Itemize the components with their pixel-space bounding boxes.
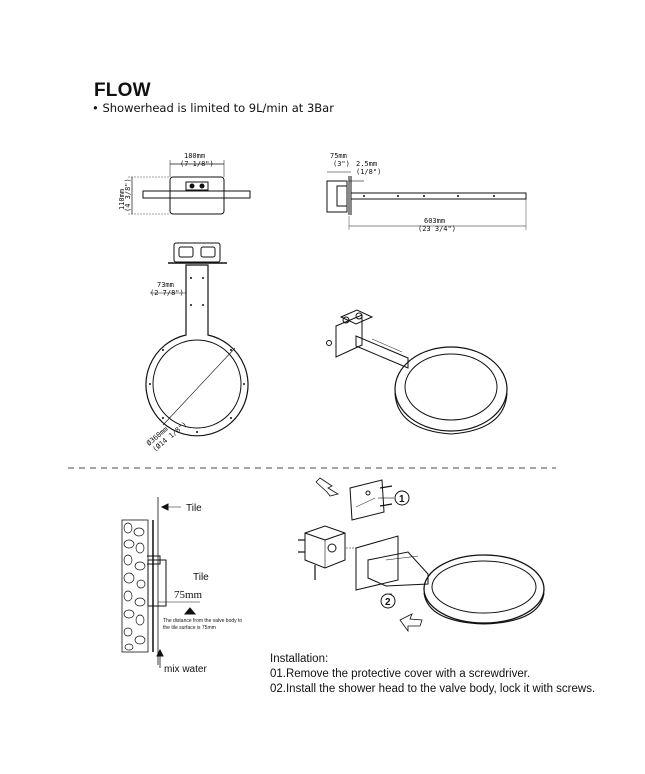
tile-label-mid: Tile [193,572,209,583]
tile-label-top: Tile [186,503,202,514]
flow-note: • Showerhead is limited to 9L/min at 3Ba… [92,101,334,115]
callout-step-2: 2 [385,597,391,608]
top-view: 73mm (2 7/8") Ø360mm (Ø14 1/8") [145,242,249,454]
side-view: 75mm (3") 2.5mm (1/8") 603mm (23 3/4") [326,152,527,233]
isometric-view [326,309,508,435]
callout-step-1: 1 [399,494,405,505]
exploded-view: 1 2 [298,477,545,633]
front-width-in: (7 1/8") [180,160,214,168]
distance-75mm: 75mm [174,589,203,601]
distance-note-line2: the tile surface is 75mm [163,625,216,631]
installation-step-1: 01.Remove the protective cover with a sc… [270,668,531,680]
side-thick-mm: 2.5mm [356,160,377,168]
front-height-mm: 110mm [118,189,126,210]
side-length-mm: 603mm [424,217,445,225]
distance-note-line1: The distance from the valve body to [163,618,242,624]
front-width-mm: 180mm [184,152,205,160]
arm-width-mm: 73mm [157,281,174,289]
side-depth-mm: 75mm [330,152,347,160]
front-view: 180mm (7 1/8") 110mm (4 3/8") [118,152,251,215]
section-title: FLOW [94,80,151,101]
side-length-in: (23 3/4") [418,225,456,233]
wall-section: Tile Tile 75mm The distance from the val… [121,497,242,675]
arm-width-in: (2 7/8") [150,289,184,297]
installation-step-2: 02.Install the shower head to the valve … [270,683,596,695]
side-thick-in: (1/8") [356,168,381,176]
installation-heading: Installation: [270,653,329,665]
side-depth-in: (3") [333,160,350,168]
mix-water-label: mix water [164,664,207,675]
front-height-in: (4 3/8") [124,178,132,212]
